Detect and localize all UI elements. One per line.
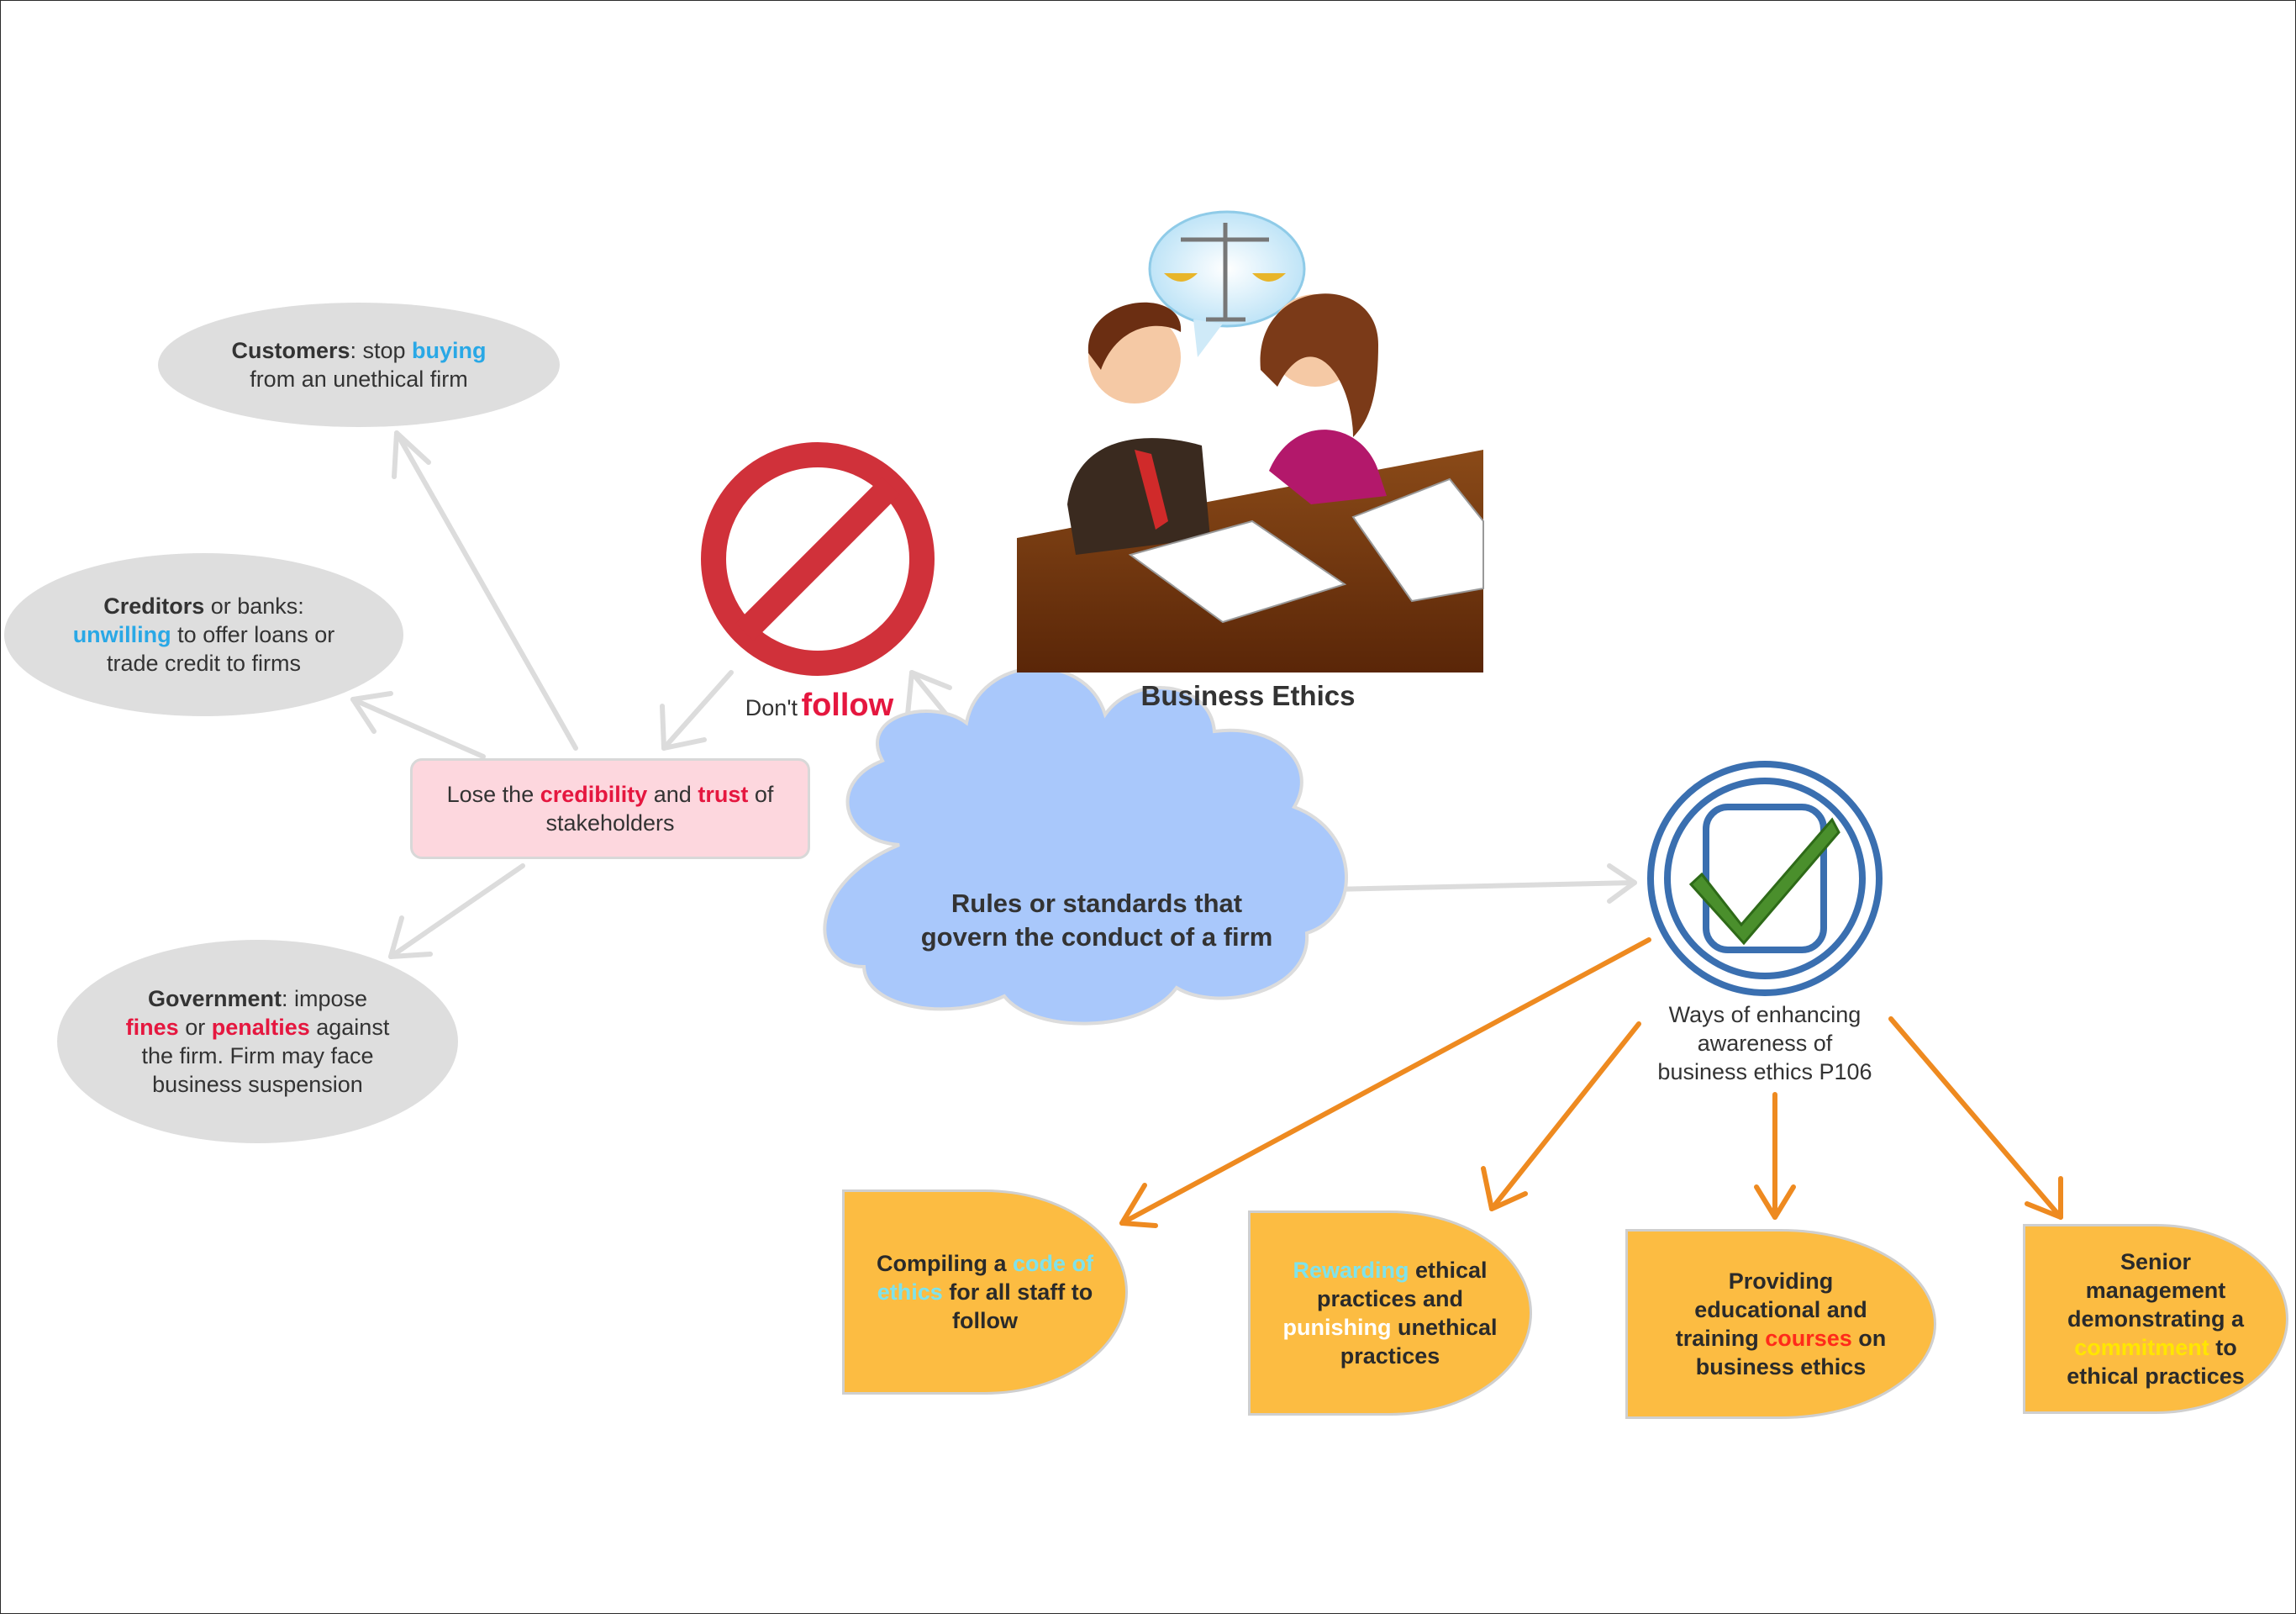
government-label: Government bbox=[147, 986, 282, 1011]
arrow-head-stop bbox=[905, 670, 952, 717]
arrow-head-box1 bbox=[1119, 1183, 1158, 1228]
arrow-head-creditors bbox=[350, 691, 393, 734]
arrow-to-customers bbox=[394, 430, 578, 751]
reward-punish-box: Rewarding ethical practices and punishin… bbox=[1248, 1210, 1532, 1416]
arrow-head-box2 bbox=[1481, 1166, 1528, 1211]
arrow-head-box4 bbox=[2025, 1176, 2063, 1220]
arrow-cloud-to-check bbox=[1330, 880, 1637, 892]
arrow-head-lose bbox=[660, 704, 707, 751]
document-2 bbox=[1351, 477, 1484, 603]
business-ethics-illustration bbox=[1017, 210, 1484, 672]
central-topic: Rules or standards that govern the condu… bbox=[920, 889, 1273, 952]
punishing-highlight: punishing bbox=[1282, 1315, 1392, 1340]
arrow-to-box4 bbox=[1888, 1016, 2063, 1220]
business-ethics-caption: Business Ethics bbox=[1140, 680, 1356, 711]
credibility-highlight: credibility bbox=[540, 782, 648, 807]
lose-credibility-node: Lose the credibility and trust of stakeh… bbox=[410, 758, 810, 859]
training-courses-box: Providing educational and training cours… bbox=[1625, 1229, 1936, 1419]
woman-hair bbox=[1260, 293, 1378, 437]
check-mark bbox=[1688, 817, 1840, 946]
creditors-label: Creditors bbox=[103, 593, 205, 619]
scale-pan-right bbox=[1252, 273, 1286, 282]
prohibited-icon bbox=[701, 442, 935, 676]
customers-label: Customers bbox=[231, 338, 350, 363]
creditors-node: Creditors or banks: unwilling to offer l… bbox=[4, 553, 403, 716]
follow-highlight: follow bbox=[801, 688, 894, 723]
arrow-head-box3 bbox=[1754, 1184, 1796, 1220]
document-1 bbox=[1128, 520, 1347, 624]
man-hair bbox=[1087, 302, 1182, 370]
penalties-highlight: penalties bbox=[211, 1015, 310, 1040]
scale-pan-left bbox=[1164, 273, 1198, 282]
fines-highlight: fines bbox=[125, 1015, 179, 1040]
man-suit bbox=[1067, 438, 1210, 555]
cloud-shape bbox=[823, 666, 1348, 1026]
man-tie bbox=[1135, 450, 1168, 530]
buying-highlight: buying bbox=[412, 338, 487, 363]
arrow-to-box2 bbox=[1489, 1021, 1641, 1211]
rewarding-highlight: Rewarding bbox=[1293, 1258, 1409, 1283]
management-commitment-box: Senior management demonstrating a commit… bbox=[2023, 1224, 2288, 1414]
arrow-to-box1 bbox=[1119, 937, 1651, 1226]
code-of-ethics-box: Compiling a code of ethics for all staff… bbox=[842, 1189, 1128, 1395]
trust-highlight: trust bbox=[698, 782, 749, 807]
arrow-to-government bbox=[388, 863, 525, 959]
unwilling-highlight: unwilling bbox=[72, 622, 171, 647]
arrow-head-customers bbox=[392, 430, 431, 479]
code-of-ethics-highlight: ethics bbox=[877, 1279, 943, 1305]
ways-node: Ways of enhancing awareness of business … bbox=[1657, 1002, 1872, 1084]
arrow-to-creditors bbox=[350, 697, 486, 759]
scale-icon bbox=[1181, 223, 1269, 322]
woman-jacket bbox=[1269, 430, 1387, 504]
commitment-highlight: commitment bbox=[2074, 1335, 2209, 1360]
arrow-stop-to-lose bbox=[661, 670, 734, 751]
government-node: Government: impose fines or penalties ag… bbox=[57, 940, 458, 1143]
arrow-head-check bbox=[1607, 863, 1637, 904]
arrow-head-government bbox=[388, 915, 433, 959]
dont-follow-label: Don't follow bbox=[745, 688, 894, 723]
customers-node: Customers: stop buying from an unethical… bbox=[158, 303, 560, 427]
courses-highlight: courses bbox=[1765, 1326, 1852, 1351]
speech-bubble-tail bbox=[1193, 319, 1223, 357]
check-badge-icon bbox=[1647, 761, 1883, 996]
orange-arrows bbox=[1119, 937, 2063, 1228]
